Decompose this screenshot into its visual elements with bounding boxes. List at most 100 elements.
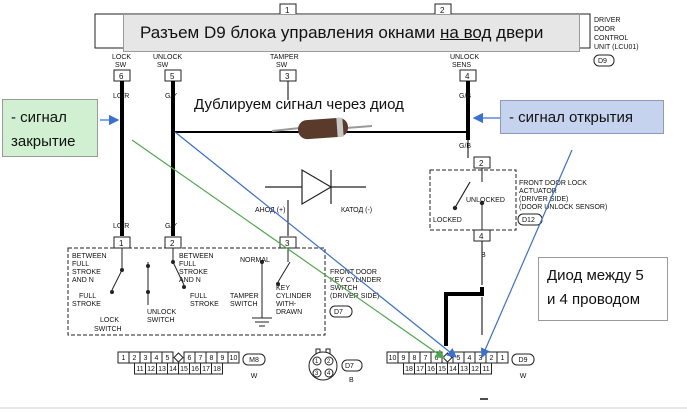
actuator-unlocked: UNLOCKED	[466, 197, 505, 204]
diode-cathode-label: КАТОД (-)	[341, 207, 372, 214]
title-text: Разъем D9 блока управления окнами на вод…	[140, 23, 544, 42]
unit-connector-d9: D9	[598, 58, 607, 65]
opening-signal-callout: - сигнал открытия	[500, 100, 664, 134]
pin-tamper-sw-line1: TAMPER	[270, 54, 299, 61]
pin-6: 6	[119, 72, 124, 81]
connector-d7: 1 2 3 4 D7 B	[308, 348, 363, 384]
unit-label-line2: DOOR	[594, 26, 615, 33]
unit-label-line4: UNIT (LCU01)	[594, 44, 639, 51]
wire-sens-bottom-label: B	[481, 252, 486, 259]
m8-cell	[211, 362, 223, 375]
wire-sens-top-label: G/B	[459, 93, 471, 100]
d9-pin-9: 9	[402, 355, 406, 362]
between-right-1: BETWEEN	[179, 253, 214, 260]
d9-pin-11: 11	[482, 366, 489, 373]
between-left-3: STROKE	[72, 269, 101, 276]
d7-pin-2: 2	[327, 359, 331, 365]
m8-pin-16: 16	[191, 366, 199, 373]
d9-pin-1: 1	[501, 355, 505, 362]
lock-actuator: 2 4 UNLOCKED LOCKED	[429, 156, 517, 242]
actuator-title-line2: ACTUATOR	[519, 188, 557, 195]
d9-pin-15: 15	[438, 366, 446, 373]
m8-pin-6: 6	[188, 355, 192, 362]
actuator-title-line1: FRONT DOOR LOCK	[519, 180, 587, 187]
m8-key	[173, 352, 184, 363]
wires	[120, 81, 484, 346]
pin-lock-sw-line1: LOCK	[112, 54, 131, 61]
pin-unlock-sw-line2: SW	[157, 62, 169, 69]
m8-pin-4: 4	[155, 355, 159, 362]
switch-title-1: FRONT DOOR	[330, 269, 377, 276]
d7-pin-3: 3	[315, 371, 319, 377]
pin-4: 4	[465, 72, 470, 81]
key-label-4: DRAWN	[276, 309, 302, 316]
pin-5: 5	[170, 72, 175, 81]
d9-pin-12: 12	[471, 366, 479, 373]
wire-unlock-top-label: G/Y	[165, 93, 177, 100]
switch-connector-d7: D7	[334, 309, 343, 316]
between-line2: и 4 проводом	[547, 291, 641, 308]
top-pin-1: 1	[285, 6, 290, 15]
m8-pin-3: 3	[144, 355, 148, 362]
d9-pin-2: 2	[490, 355, 494, 362]
unlock-switch-2: SWITCH	[147, 317, 175, 324]
d7-name: D7	[345, 363, 354, 370]
m8-pin-1: 1	[122, 355, 126, 362]
diode-symbol	[265, 168, 366, 206]
opening-text: - сигнал открытия	[509, 108, 633, 126]
unit-label-line1: DRIVER	[594, 17, 620, 24]
d9-pin-4: 4	[468, 355, 472, 362]
wire-unlock-bottom-label: G/Y	[165, 223, 177, 230]
m8-pin-15: 15	[180, 366, 188, 373]
d7-color: B	[349, 377, 354, 384]
between-left-4: AND N	[72, 277, 94, 284]
pin-unlock-sens-line2: SENS	[452, 62, 471, 69]
closing-line1: - сигнал	[11, 109, 67, 126]
unlock-switch-1: UNLOCK	[147, 309, 177, 316]
closing-signal-callout: - сигнал закрытие	[2, 99, 98, 157]
d9-pin-6: 6	[435, 355, 439, 362]
d9-name: D9	[519, 357, 528, 364]
title-callout: Разъем D9 блока управления окнами на вод…	[123, 14, 580, 52]
pin-3: 3	[285, 72, 290, 81]
m8-pin-7: 7	[199, 355, 203, 362]
d9-name-badge	[511, 353, 535, 366]
wire-lock-bottom-label: LG/R	[113, 223, 129, 230]
lock-switch-2: SWITCH	[94, 326, 122, 333]
actuator-locked: LOCKED	[433, 217, 462, 224]
between-right-3: STROKE	[179, 269, 208, 276]
pin-tamper-sw-line2: SW	[276, 62, 288, 69]
key-label-3: WITH-	[276, 301, 297, 308]
wire-sens-mid-label: G/B	[459, 143, 471, 150]
d9-cell	[496, 351, 509, 364]
normal-label: NORMAL	[240, 257, 270, 264]
pin-unlock-sens-line1: UNLOCK	[450, 54, 480, 61]
m8-pin-2: 2	[133, 355, 137, 362]
switch-pin-1: 1	[119, 239, 124, 248]
between-right-2: FULL	[179, 261, 196, 268]
between-right-4: AND N	[179, 277, 201, 284]
d9-pin-14: 14	[449, 366, 457, 373]
d7-pin-1: 1	[315, 359, 319, 365]
full-right-1: FULL	[190, 293, 207, 300]
actuator-pin-2: 2	[479, 159, 484, 168]
pin5-arrow	[174, 131, 457, 358]
key-label-1: KEY	[276, 285, 290, 292]
m8-pin-9: 9	[221, 355, 225, 362]
driver-door-control-unit: 1 2 DRIVER DOOR CONTROL UNIT (LCU01) D9 …	[94, 3, 639, 82]
m8-pin-14: 14	[169, 366, 177, 373]
title-underlined: на вод	[440, 23, 492, 42]
switch-pin-3: 3	[285, 239, 290, 248]
d9-pin-17: 17	[416, 366, 424, 373]
d9-pin-16: 16	[427, 366, 435, 373]
switch-title-2: KEY CYLINDER	[330, 277, 381, 284]
diode-note: Дублируем сигнал через диод	[194, 96, 404, 113]
tamper-switch-1: TAMPER	[230, 293, 259, 300]
d9-pin-13: 13	[460, 366, 468, 373]
m8-pin-11: 11	[136, 366, 143, 373]
d9-pin-3: 3	[479, 355, 483, 362]
actuator-pin-4: 4	[479, 232, 484, 241]
d9-cell	[480, 362, 492, 375]
